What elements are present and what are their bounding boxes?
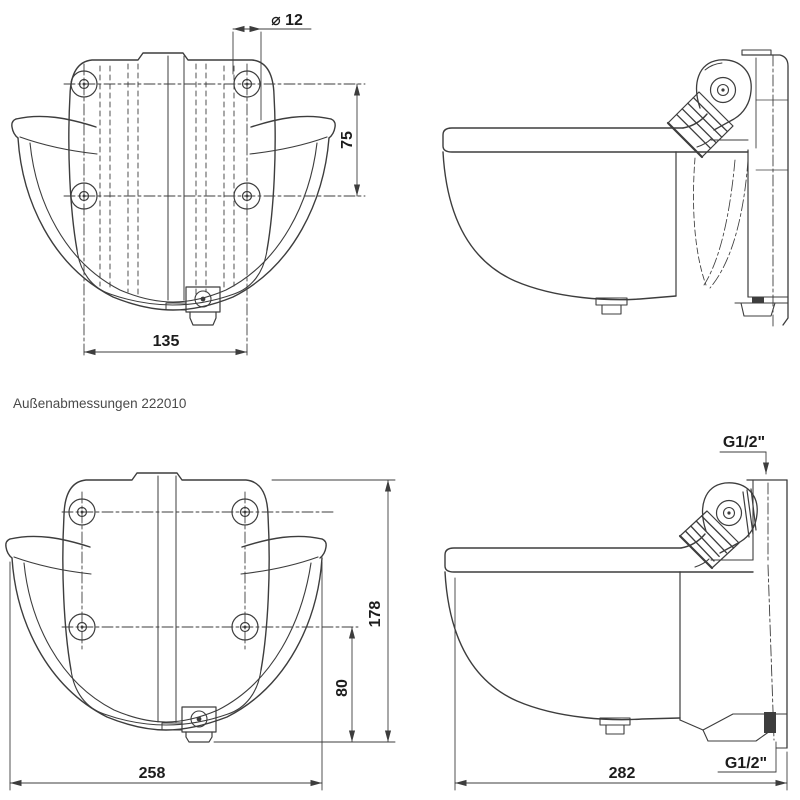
hole-center-lines bbox=[63, 63, 366, 359]
drain-plug-side-2 bbox=[599, 717, 631, 735]
dim-hole-diameter: ⌀ 12 bbox=[271, 12, 303, 29]
view-front-dims bbox=[5, 472, 396, 791]
valve-assembly-2 bbox=[678, 482, 758, 570]
dim-overall-height: 178 bbox=[367, 601, 384, 628]
drain-plug-2 bbox=[161, 706, 217, 743]
dimension-lines-3 bbox=[454, 451, 788, 791]
drain-plug bbox=[165, 286, 221, 326]
drawing-caption: Außenabmessungen 222010 bbox=[13, 396, 186, 411]
plate-center-lines bbox=[167, 55, 185, 301]
dim-thread-bottom: G1/2" bbox=[725, 755, 767, 772]
view-side-detail bbox=[442, 49, 789, 329]
bowl-inner-edges bbox=[19, 136, 328, 303]
bowl-outline bbox=[11, 115, 336, 311]
dim-hole-spacing-vertical: 75 bbox=[339, 131, 356, 149]
bowl-outline-2 bbox=[5, 535, 327, 731]
mounting-plate-2 bbox=[62, 472, 270, 726]
bowl-profile-2 bbox=[444, 571, 704, 731]
hole-center-lines-2 bbox=[61, 491, 359, 653]
hidden-interior-lines bbox=[693, 157, 749, 289]
bowl-profile bbox=[442, 151, 677, 301]
view-front-detail bbox=[11, 25, 366, 359]
dim-overall-width: 258 bbox=[139, 765, 166, 782]
mounting-holes bbox=[70, 70, 261, 210]
wall-plate-side bbox=[734, 49, 789, 329]
dim-overall-depth: 282 bbox=[609, 765, 636, 782]
view-side-dims bbox=[444, 451, 788, 791]
valve-assembly bbox=[666, 59, 752, 159]
plate-center-lines-2 bbox=[157, 475, 177, 723]
bowl-rim-2 bbox=[444, 533, 754, 573]
bowl-rim bbox=[442, 113, 749, 153]
drain-plug-side bbox=[595, 297, 628, 315]
dim-hole-spacing-horizontal: 135 bbox=[153, 333, 180, 350]
dim-thread-top: G1/2" bbox=[723, 434, 765, 451]
dimension-lines bbox=[83, 25, 361, 356]
mounting-holes-2 bbox=[68, 498, 259, 641]
dimension-lines-2 bbox=[9, 479, 396, 791]
bowl-inner-edges-2 bbox=[13, 556, 319, 723]
dim-lower-height: 80 bbox=[334, 679, 351, 697]
wall-plate-side-2 bbox=[702, 479, 788, 749]
hidden-rib-lines bbox=[99, 63, 235, 295]
